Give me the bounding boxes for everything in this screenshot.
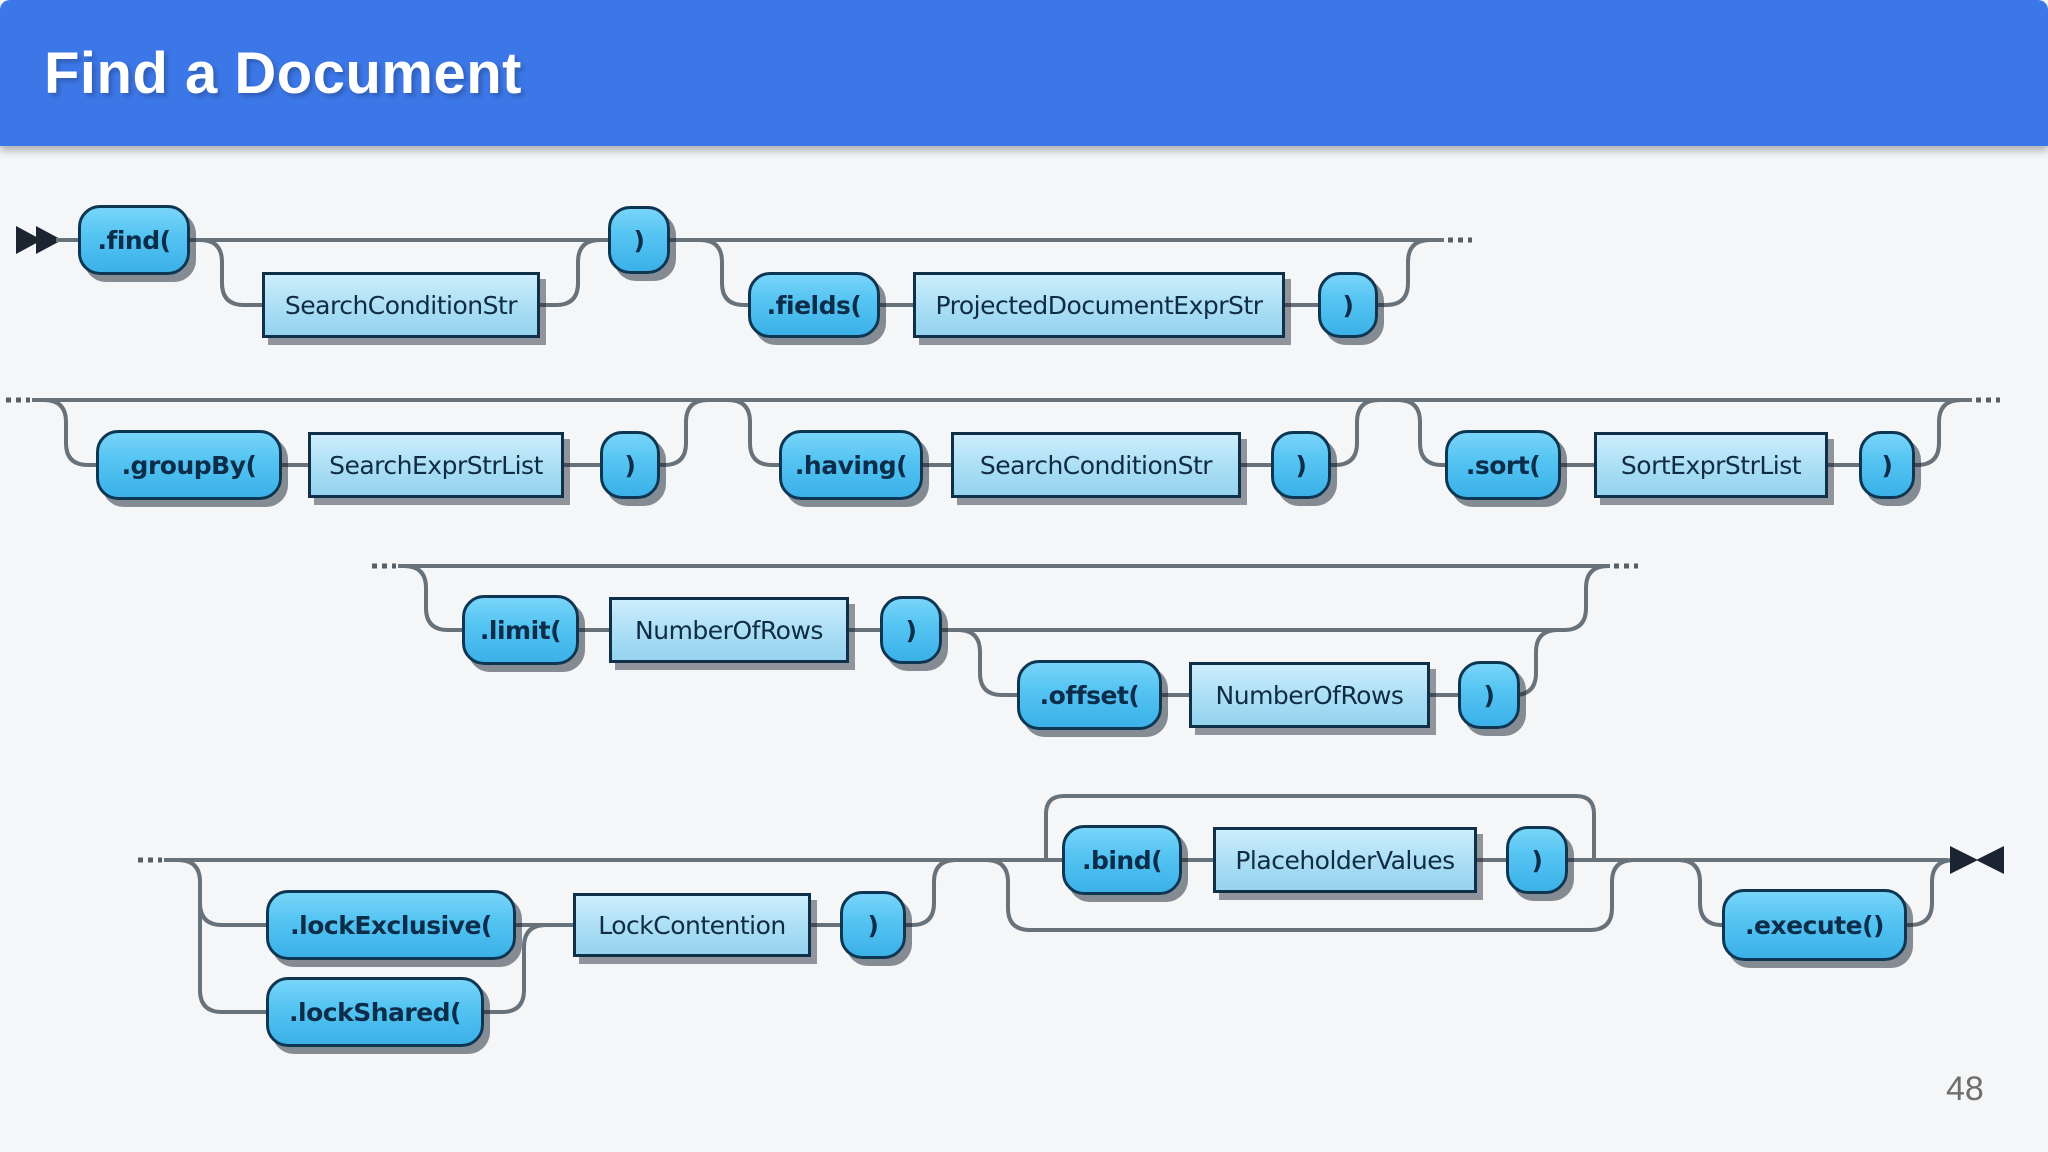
terminal-group-by: .groupBy( — [96, 430, 282, 500]
terminal-execute: .execute() — [1722, 889, 1907, 961]
terminal-offset: .offset( — [1017, 660, 1162, 730]
end-arrow-icon — [1950, 846, 2004, 874]
terminal-having: .having( — [779, 430, 923, 500]
loop-bind-repeat — [1044, 794, 1596, 860]
terminal-fields: .fields( — [748, 272, 880, 338]
terminal-close-paren-offset: ) — [1458, 661, 1520, 729]
branch-lock-shared-entry — [198, 903, 266, 1014]
nonterminal-sort-expr-str-list: SortExprStrList — [1594, 432, 1828, 498]
nonterminal-placeholder-values: PlaceholderValues — [1213, 827, 1477, 893]
nonterminal-number-of-rows-2: NumberOfRows — [1189, 662, 1430, 728]
terminal-lock-shared: .lockShared( — [266, 977, 484, 1047]
terminal-close-paren-sort: ) — [1859, 431, 1915, 499]
nonterminal-number-of-rows-1: NumberOfRows — [609, 597, 849, 663]
terminal-close-paren-lock: ) — [840, 891, 906, 959]
nonterminal-search-condition-str-2: SearchConditionStr — [951, 432, 1241, 498]
terminal-close-paren-bind: ) — [1506, 826, 1568, 894]
start-arrow-icon — [16, 226, 62, 254]
branch-lock-shared-exit — [484, 923, 547, 1014]
terminal-close-paren-having: ) — [1271, 431, 1331, 499]
terminal-limit: .limit( — [462, 595, 579, 665]
terminal-close-paren-group-by: ) — [600, 431, 660, 499]
terminal-find: .find( — [78, 205, 190, 275]
branch-lock — [177, 858, 957, 927]
nonterminal-search-condition-str-1: SearchConditionStr — [262, 272, 540, 338]
terminal-close-paren-fields: ) — [1318, 272, 1378, 338]
nonterminal-search-expr-str-list: SearchExprStrList — [308, 432, 564, 498]
page-title: Find a Document — [44, 40, 522, 106]
branch-limit — [403, 564, 1609, 632]
terminal-sort: .sort( — [1445, 430, 1561, 500]
terminal-close-paren-find: ) — [608, 206, 670, 274]
page-number: 48 — [1946, 1070, 1984, 1108]
nonterminal-projected-document-expr-str: ProjectedDocumentExprStr — [913, 272, 1285, 338]
nonterminal-lock-contention: LockContention — [573, 893, 811, 957]
slide-header: Find a Document — [0, 0, 2048, 146]
terminal-close-paren-limit: ) — [880, 596, 942, 664]
terminal-lock-exclusive: .lockExclusive( — [266, 890, 516, 960]
terminal-bind: .bind( — [1062, 825, 1182, 895]
bypass-bind — [985, 858, 1635, 932]
